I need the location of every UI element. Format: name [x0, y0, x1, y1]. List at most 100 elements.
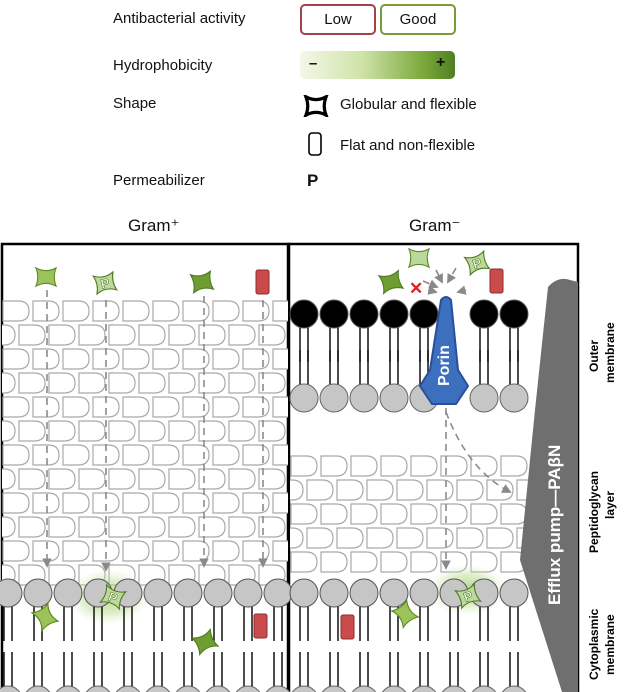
transport-arrow — [427, 285, 438, 295]
blocked-entry-cross: ✕ — [409, 279, 423, 298]
peptidoglycan-unit — [182, 492, 210, 514]
lipid-head — [289, 383, 319, 413]
peptidoglycan-unit — [290, 503, 318, 525]
globular-flexible-label: Globular and flexible — [340, 96, 477, 113]
cytoplasmic-label-2: membrane — [603, 614, 617, 675]
peptidoglycan-unit — [18, 516, 46, 538]
peptidoglycan-unit — [212, 444, 240, 466]
peptidoglycan-unit — [380, 503, 408, 525]
peptidoglycan-unit — [228, 468, 256, 490]
peptidoglycan-unit — [182, 348, 210, 370]
lipid-head — [349, 383, 379, 413]
peptidoglycan-unit — [350, 551, 378, 573]
peptidoglycan-unit — [18, 372, 46, 394]
peptidoglycan-unit — [48, 420, 76, 442]
peptidoglycan-unit — [108, 516, 136, 538]
peptidoglycan-unit — [168, 516, 196, 538]
peptidoglycan-unit — [108, 468, 136, 490]
peptidoglycan-unit — [78, 372, 106, 394]
efflux-path-arrow — [445, 411, 512, 493]
lipid-head — [501, 685, 527, 692]
peptidoglycan-unit — [198, 420, 226, 442]
lipid-head — [471, 685, 497, 692]
peptidoglycan-unit — [48, 372, 76, 394]
peptidoglycan-unit — [122, 492, 150, 514]
lipid-head — [235, 685, 261, 692]
transport-arrow — [447, 267, 457, 284]
lipid-head — [23, 578, 53, 608]
lipid-head — [499, 299, 529, 329]
peptidoglycan-unit — [336, 479, 364, 501]
lipid-head — [263, 578, 293, 608]
permeabilizer-label: Permeabilizer — [113, 172, 205, 189]
lipid-head — [55, 685, 81, 692]
lipid-head — [411, 685, 437, 692]
peptidoglycan-unit — [32, 300, 60, 322]
hydrophobicity-label: Hydrophobicity — [113, 57, 213, 74]
peptidoglycan-unit — [366, 479, 394, 501]
peptidoglycan-unit — [380, 455, 408, 477]
peptidoglycan-unit — [242, 396, 270, 418]
peptidoglycan-unit — [242, 300, 270, 322]
peptidoglycan-unit — [138, 468, 166, 490]
permeabilizer-peptide: P — [464, 250, 490, 276]
peptidoglycan-unit — [152, 492, 180, 514]
gram-positive-title: Gram⁺ — [128, 216, 180, 235]
lipid-head — [319, 578, 349, 608]
peptidoglycan-unit — [152, 300, 180, 322]
peptidoglycan-unit — [440, 503, 468, 525]
transport-arrow — [422, 279, 439, 289]
lipid-head — [321, 685, 347, 692]
peptidoglycan-unit — [500, 503, 528, 525]
lipid-head — [469, 383, 499, 413]
outer-membrane-label-1: Outer — [587, 340, 601, 372]
peptidoglycan-unit — [228, 516, 256, 538]
peptidoglycan-unit — [350, 455, 378, 477]
lipid-head — [289, 578, 319, 608]
peptidoglycan-unit — [306, 527, 334, 549]
peptidoglycan-unit — [2, 396, 30, 418]
porin-channel — [418, 296, 470, 405]
peptidoglycan-unit — [138, 324, 166, 346]
lipid-head — [319, 299, 349, 329]
lipid-head — [0, 685, 21, 692]
peptidoglycan-unit — [18, 324, 46, 346]
lipid-head — [499, 383, 529, 413]
peptidoglycan-unit — [2, 324, 16, 346]
hydrophobicity-plus: + — [436, 54, 446, 71]
peptidoglycan-unit — [182, 540, 210, 562]
peptidoglycan-unit — [108, 420, 136, 442]
peptidoglycan-unit — [320, 551, 348, 573]
peptidoglycan-unit — [212, 348, 240, 370]
peptidoglycan-unit — [290, 455, 318, 477]
peptidoglycan-unit — [470, 503, 498, 525]
peptidoglycan-unit — [62, 348, 90, 370]
peptidoglycan-unit — [2, 444, 30, 466]
flat-nonflexible-label: Flat and non-flexible — [340, 137, 476, 154]
efflux-pump-label: Efflux pump—PAβN — [545, 445, 564, 605]
peptidoglycan-unit — [290, 551, 318, 573]
peptidoglycan-unit — [2, 492, 30, 514]
peptidoglycan-unit — [182, 300, 210, 322]
peptidoglycan-unit — [108, 324, 136, 346]
peptidoglycan-unit — [456, 479, 484, 501]
peptidoglycan-unit — [138, 372, 166, 394]
peptidoglycan-unit — [228, 324, 256, 346]
peptidoglycan-unit — [410, 551, 438, 573]
globular-peptide — [35, 267, 57, 287]
lipid-head — [0, 578, 23, 608]
peptidoglycan-unit — [242, 444, 270, 466]
peptidoglycan-unit — [122, 444, 150, 466]
peptidoglycan-unit — [212, 540, 240, 562]
peptidoglycan-unit — [78, 420, 106, 442]
peptidoglycan-unit — [48, 324, 76, 346]
lipid-head — [145, 685, 171, 692]
peptidoglycan-unit — [18, 420, 46, 442]
peptidoglycan-unit — [320, 503, 348, 525]
peptidoglycan-unit — [410, 503, 438, 525]
peptidoglycan-unit — [242, 348, 270, 370]
lipid-head — [233, 578, 263, 608]
peptidoglycan-unit — [366, 527, 394, 549]
